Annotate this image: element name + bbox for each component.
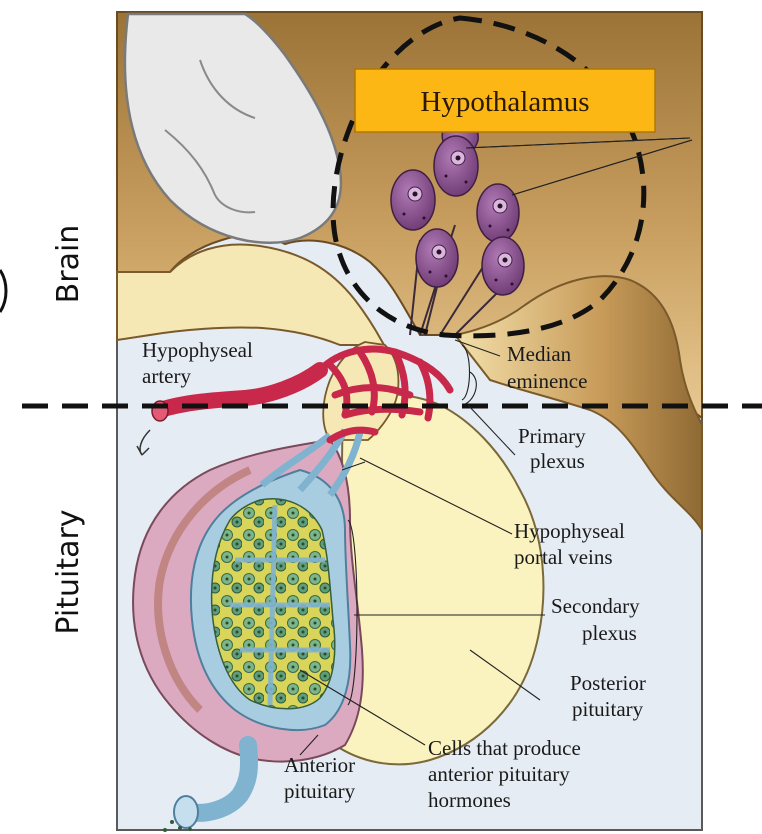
label-primary-plexus-2: plexus <box>530 449 585 473</box>
brain-side-label: Brain <box>51 225 86 304</box>
label-cells-3: hormones <box>428 788 511 812</box>
label-anterior-pituitary-1: Anterior <box>284 753 355 777</box>
label-secondary-plexus-2: plexus <box>582 621 637 645</box>
hypothalamus-label: Hypothalamus <box>420 86 589 118</box>
label-posterior-pituitary-2: pituitary <box>572 697 644 721</box>
label-cells-2: anterior pituitary <box>428 762 570 786</box>
label-hypophyseal-artery-2: artery <box>142 364 191 388</box>
label-portal-veins-1: Hypophyseal <box>514 519 625 543</box>
brain-side-bracket <box>0 270 6 312</box>
label-hypophyseal-artery-1: Hypophyseal <box>142 338 253 362</box>
pituitary-side-label: Pituitary <box>51 509 86 634</box>
label-cells-1: Cells that produce <box>428 736 581 760</box>
label-secondary-plexus-1: Secondary <box>551 594 640 618</box>
label-portal-veins-2: portal veins <box>514 545 613 569</box>
label-anterior-pituitary-2: pituitary <box>284 779 356 803</box>
label-median-eminence-2: eminence <box>507 369 587 393</box>
label-posterior-pituitary-1: Posterior <box>570 671 646 695</box>
label-median-eminence-1: Median <box>507 342 572 366</box>
label-primary-plexus-1: Primary <box>518 424 586 448</box>
hypothalamus-label-box: Hypothalamus <box>355 69 655 132</box>
